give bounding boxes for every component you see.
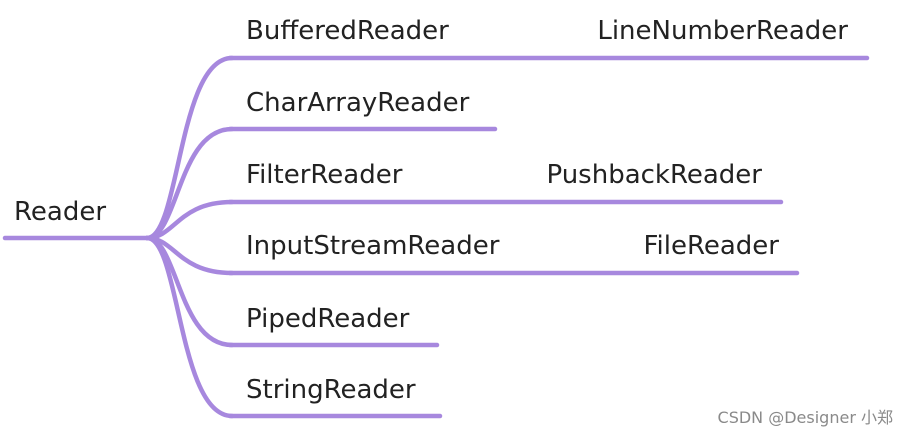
branch-curve-stringreader [144, 235, 235, 419]
node-chararrayreader: CharArrayReader [246, 88, 470, 118]
root-node-label: Reader [14, 197, 106, 227]
node-pipedreader: PipedReader [246, 304, 410, 334]
node-bufferedreader: BufferedReader [246, 16, 449, 46]
branch-curve-filterreader [144, 199, 235, 241]
node-filereader: FileReader [643, 231, 779, 261]
branch-curve-chararrayreader [144, 126, 235, 241]
node-inputstreamreader: InputStreamReader [246, 231, 500, 261]
branch-curve-pipedreader [144, 235, 235, 348]
node-pushbackreader: PushbackReader [546, 160, 762, 190]
node-linenumberreader: LineNumberReader [597, 16, 848, 46]
node-stringreader: StringReader [246, 375, 416, 405]
node-filterreader: FilterReader [246, 160, 403, 190]
watermark-text: CSDN @Designer 小郑 [718, 408, 893, 427]
